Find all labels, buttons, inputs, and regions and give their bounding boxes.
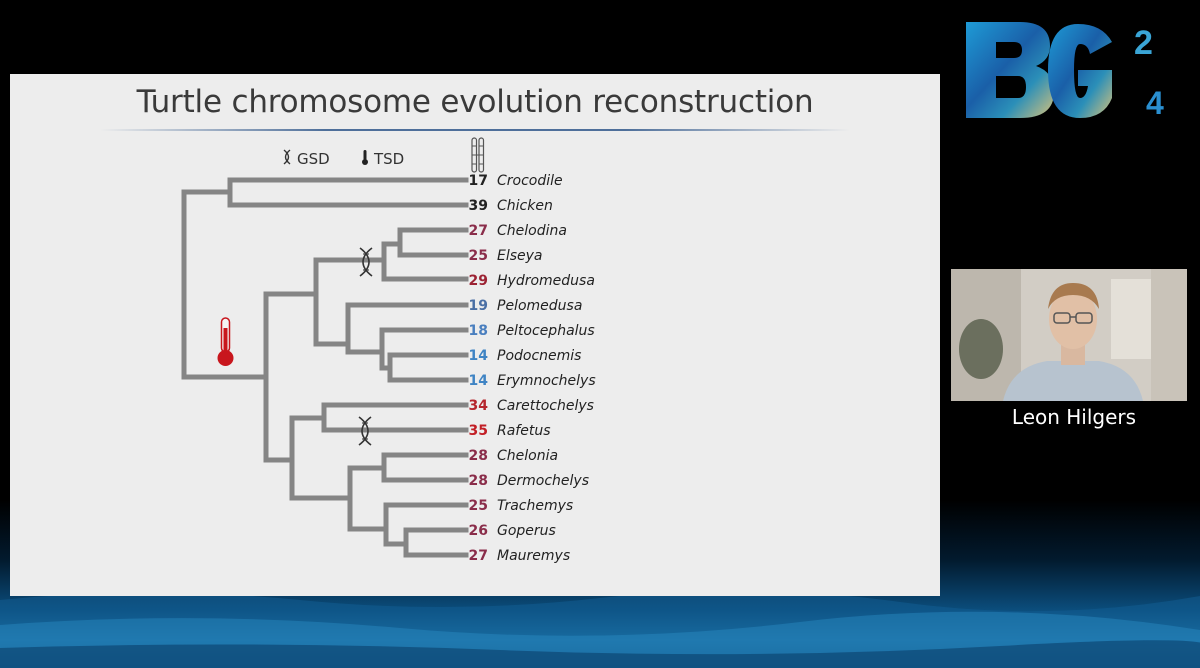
tip-label: 17 Crocodile (469, 173, 563, 189)
taxon-name: Podocnemis (497, 348, 581, 364)
tip-label: 26 Goperus (469, 523, 556, 539)
speaker-name: Leon Hilgers (1011, 405, 1137, 429)
chromosome-count: 25 (469, 248, 488, 264)
thermometer-icon (217, 317, 234, 366)
chromosome-count: 27 (469, 548, 488, 564)
legend-tsd-label: TSD (373, 150, 404, 168)
tip-label: 28 Chelonia (469, 448, 559, 464)
taxon-name: Hydromedusa (497, 273, 595, 289)
taxon-name: Rafetus (497, 423, 551, 439)
bg24-logo: 2 4 (962, 14, 1174, 120)
legend-tsd: TSD (362, 150, 404, 168)
tip-label: 29 Hydromedusa (469, 273, 595, 289)
chromosome-count: 25 (469, 498, 488, 514)
chromosome-count: 17 (469, 173, 488, 189)
slide-title: Turtle chromosome evolution reconstructi… (136, 84, 814, 120)
taxon-name: Dermochelys (497, 473, 589, 489)
chromosome-count: 18 (469, 323, 488, 339)
taxon-name: Erymnochelys (497, 373, 596, 389)
tip-label: 27 Chelodina (469, 223, 567, 239)
svg-text:4: 4 (1146, 85, 1164, 120)
chromosome-count: 14 (469, 373, 489, 389)
legend-gsd-label: GSD (297, 150, 330, 168)
legend-gsd: GSD (283, 149, 330, 168)
phylogenetic-tree: GSD TSD (181, 137, 596, 564)
tip-label: 28 Dermochelys (469, 473, 590, 489)
taxon-name: Pelomedusa (497, 298, 582, 314)
taxon-name: Peltocephalus (497, 323, 595, 339)
thermometer-icon (362, 150, 368, 165)
taxon-name: Crocodile (497, 173, 563, 189)
taxon-name: Trachemys (497, 498, 573, 514)
taxon-name: Chelodina (497, 223, 567, 239)
chromosome-icon (471, 137, 485, 173)
chromosome-count: 39 (469, 198, 488, 214)
chromosome-count: 28 (469, 473, 488, 489)
chromosome-count: 28 (469, 448, 488, 464)
taxon-name: Mauremys (497, 548, 570, 564)
tip-label: 39 Chicken (469, 198, 553, 214)
taxon-name: Elseya (497, 248, 543, 264)
chromosome-count: 26 (469, 523, 488, 539)
speaker-video-frame (951, 269, 1187, 401)
title-underline (100, 129, 850, 131)
chromosome-count: 14 (469, 348, 489, 364)
tip-label: 25 Trachemys (469, 498, 574, 514)
tip-label: 14 Erymnochelys (469, 373, 596, 389)
taxon-name: Chicken (497, 198, 553, 214)
tree-branches (181, 177, 469, 558)
tip-label: 34 Carettochelys (469, 398, 594, 414)
dna-icon (358, 416, 372, 446)
taxon-name: Goperus (497, 523, 556, 539)
chromosome-count: 19 (469, 298, 488, 314)
taxon-name: Chelonia (497, 448, 558, 464)
tip-label: 18 Peltocephalus (469, 323, 595, 339)
tip-label: 35 Rafetus (469, 423, 551, 439)
speaker-video (951, 269, 1187, 401)
chromosome-count: 27 (469, 223, 488, 239)
svg-text:2: 2 (1134, 24, 1153, 62)
taxon-name: Carettochelys (497, 398, 594, 414)
dna-icon (359, 247, 373, 277)
chromosome-count: 35 (469, 423, 488, 439)
tip-label: 19 Pelomedusa (469, 298, 583, 314)
tip-label: 27 Mauremys (469, 548, 571, 564)
dna-icon (283, 149, 291, 165)
presentation-slide: Turtle chromosome evolution reconstructi… (10, 74, 940, 596)
tip-label: 25 Elseya (469, 248, 543, 264)
chromosome-count: 34 (469, 398, 489, 414)
chromosome-count: 29 (469, 273, 488, 289)
tip-label: 14 Podocnemis (469, 348, 582, 364)
